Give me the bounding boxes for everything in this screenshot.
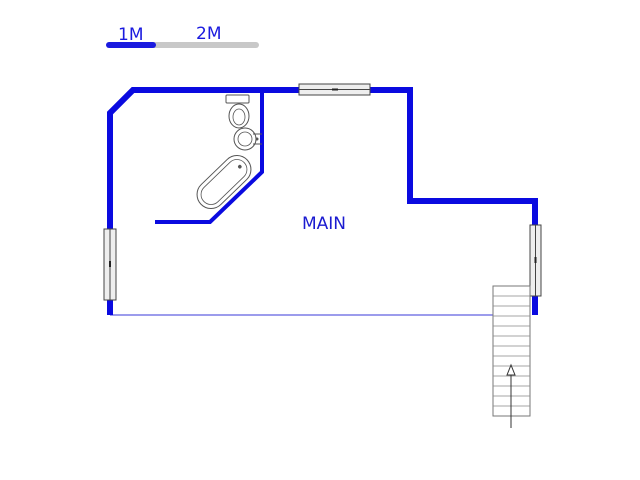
window-left	[103, 228, 117, 301]
toilet-icon	[225, 94, 250, 129]
scale-label-1m: 1M	[118, 25, 143, 45]
bathtub-icon	[196, 154, 252, 210]
basin-icon	[233, 127, 262, 151]
window-top	[298, 83, 371, 96]
scale-label-2m: 2M	[196, 24, 221, 44]
staircase	[492, 285, 531, 428]
room-label-main: MAIN	[302, 214, 346, 234]
window-right	[529, 224, 542, 297]
arrow-up-icon	[506, 363, 516, 376]
scale-bar: 1M 2M	[106, 24, 259, 48]
bathroom-partition-wall	[155, 90, 264, 224]
exterior-wall	[107, 87, 538, 315]
